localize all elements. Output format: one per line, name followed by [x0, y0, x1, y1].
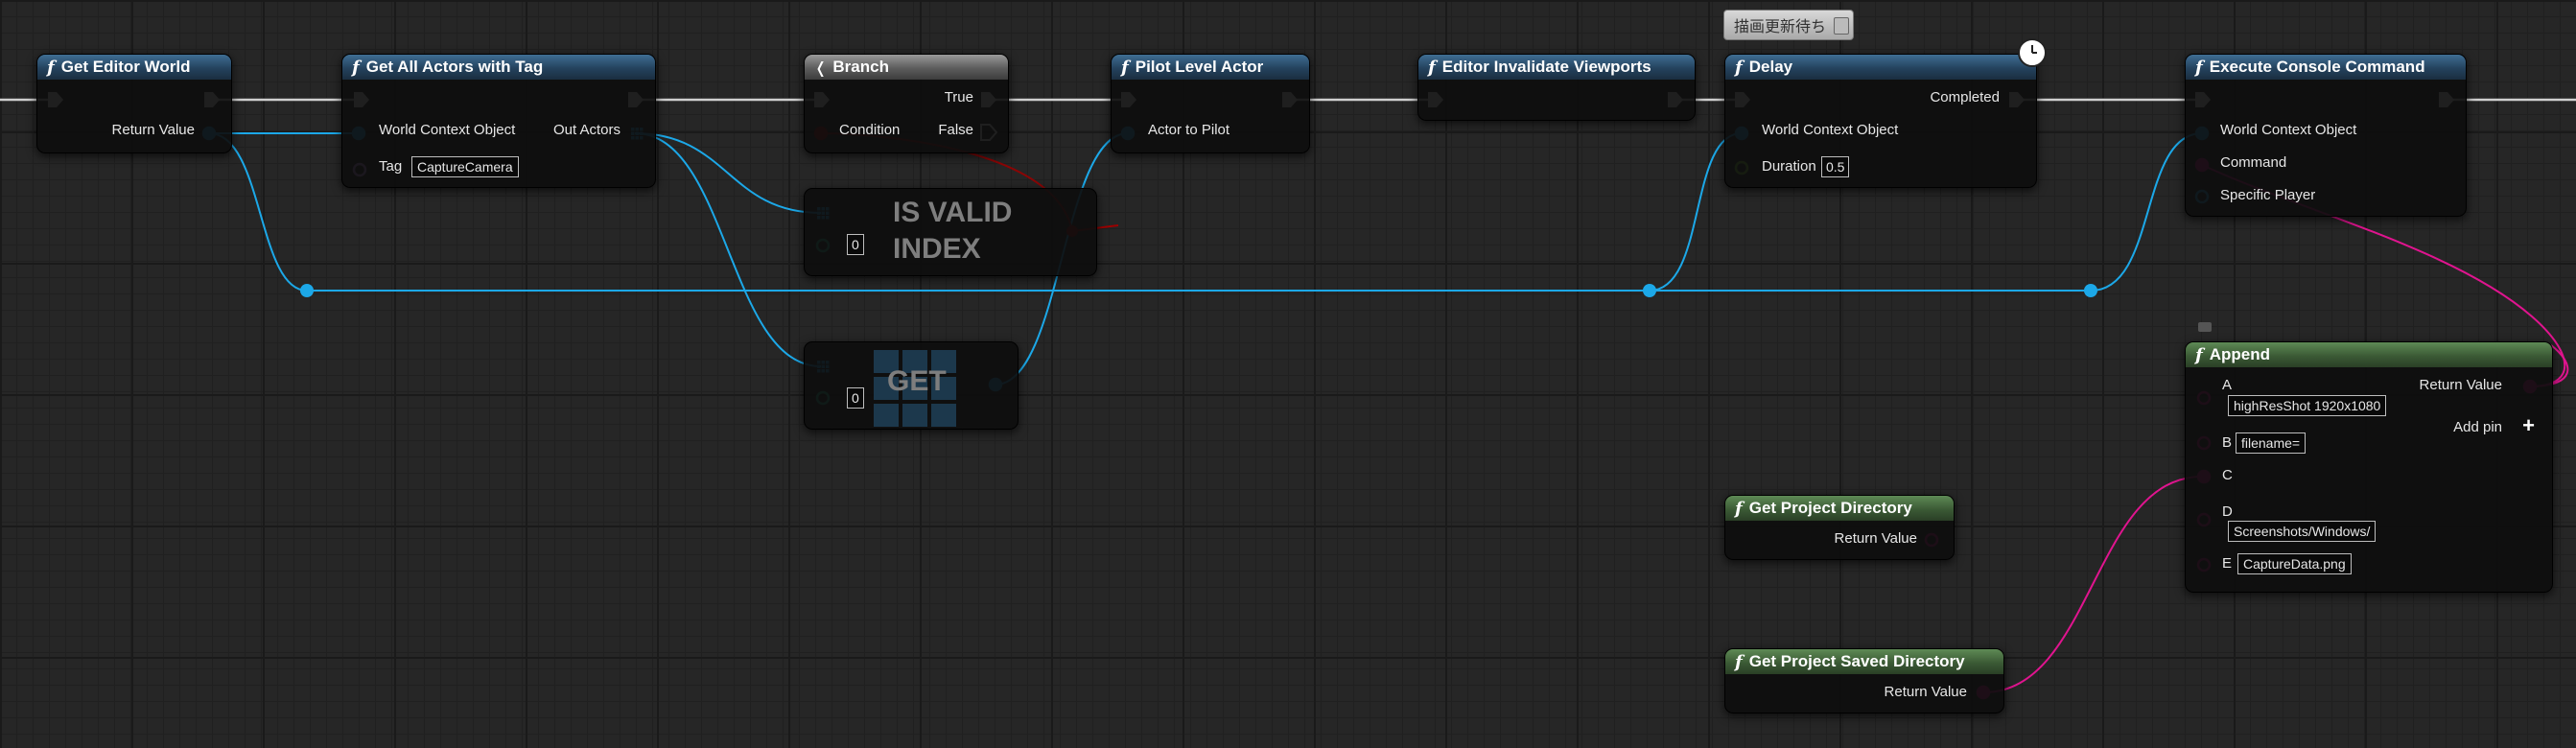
tooltip-close-icon[interactable]: [1834, 17, 1850, 35]
node-append[interactable]: f Append A highResShot 1920x1080 Return V…: [2185, 341, 2553, 593]
node-get-editor-world[interactable]: f Get Editor World Return Value: [36, 54, 232, 153]
node-get-all-actors-with-tag[interactable]: f Get All Actors with Tag World Context O…: [341, 54, 656, 188]
node-execute-console-command[interactable]: f Execute Console Command World Context O…: [2185, 54, 2467, 217]
function-icon: f: [1121, 57, 1129, 78]
false-label: False: [938, 122, 973, 138]
node-title: Get Editor World: [60, 58, 191, 76]
node-get[interactable]: GET 0: [804, 341, 1019, 430]
node-get-project-saved-directory[interactable]: f Get Project Saved Directory Return Valu…: [1724, 648, 2004, 713]
world-context-wire: [2090, 132, 2203, 292]
tag-label: Tag: [379, 158, 403, 175]
tooltip-text: 描画更新待ち: [1734, 19, 1827, 35]
node-header: f Get Project Saved Directory: [1725, 649, 2003, 674]
pin-b-label: B: [2222, 434, 2233, 451]
return-value-label: Return Value: [1834, 530, 1917, 547]
function-icon: f: [2195, 344, 2203, 365]
function-icon: f: [1735, 651, 1743, 672]
index-input[interactable]: 0: [847, 387, 864, 409]
node-title: Get Project Saved Directory: [1748, 652, 1965, 670]
node-get-project-directory[interactable]: f Get Project Directory Return Value: [1724, 495, 1955, 560]
pin-c-label: C: [2222, 467, 2233, 483]
true-label: True: [944, 89, 973, 105]
return-value-label: Return Value: [1884, 684, 1967, 700]
node-title: Delay: [1748, 58, 1793, 76]
out-actors-wire: [634, 132, 822, 367]
out-actors-wire: [634, 132, 822, 214]
node-header: f Pilot Level Actor: [1112, 55, 1309, 80]
duration-label: Duration: [1762, 158, 1816, 175]
node-editor-invalidate-viewports[interactable]: f Editor Invalidate Viewports: [1417, 54, 1696, 121]
node-header: f Get Editor World: [37, 55, 231, 80]
array-grid-icon: [874, 350, 956, 427]
function-icon: f: [1428, 57, 1436, 78]
node-title: Append: [2209, 345, 2271, 363]
command-label: Command: [2220, 154, 2287, 171]
saved-dir-to-c-wire: [1982, 476, 2203, 693]
pin-e-label: E: [2222, 555, 2233, 572]
tag-input[interactable]: CaptureCamera: [411, 156, 519, 177]
add-pin-label: Add pin: [2453, 419, 2502, 435]
reroute-node: [300, 284, 314, 297]
world-context-label: World Context Object: [1762, 122, 1899, 138]
pin-a-input[interactable]: highResShot 1920x1080: [2228, 395, 2387, 416]
comment-bubble-icon[interactable]: [2198, 322, 2212, 332]
node-header: ❬Branch: [805, 55, 1008, 80]
is-valid-line1: IS VALID: [893, 197, 1013, 228]
function-icon: f: [47, 57, 55, 78]
node-header: f Append: [2186, 342, 2552, 367]
node-title: Editor Invalidate Viewports: [1441, 58, 1651, 76]
actor-to-pilot-label: Actor to Pilot: [1148, 122, 1230, 138]
condition-label: Condition: [839, 122, 901, 138]
node-title: Execute Console Command: [2209, 58, 2425, 76]
node-title: Pilot Level Actor: [1135, 58, 1264, 76]
pin-b-input[interactable]: filename=: [2236, 432, 2307, 454]
pin-d-label: D: [2222, 503, 2233, 520]
node-title: Get Project Directory: [1748, 499, 1912, 517]
world-context-label: World Context Object: [2220, 122, 2357, 138]
node-is-valid-index[interactable]: IS VALID INDEX 0: [804, 188, 1097, 276]
completed-label: Completed: [1930, 89, 2000, 105]
pin-e-input[interactable]: CaptureData.png: [2237, 553, 2352, 574]
return-value-label: Return Value: [2419, 377, 2502, 393]
reroute-node: [2084, 284, 2097, 297]
node-header: f Get All Actors with Tag: [342, 55, 655, 80]
reroute-node: [1643, 284, 1656, 297]
return-value-label: Return Value: [111, 122, 195, 138]
function-icon: f: [1735, 498, 1743, 519]
pin-a-label: A: [2222, 377, 2233, 393]
world-context-wire: [208, 132, 308, 292]
clock-hands: [2031, 45, 2037, 54]
node-header: f Execute Console Command: [2186, 55, 2466, 80]
node-branch[interactable]: ❬Branch Condition True False: [804, 54, 1009, 153]
out-actors-label: Out Actors: [552, 122, 621, 138]
duration-input[interactable]: 0.5: [1821, 156, 1850, 177]
specific-player-label: Specific Player: [2220, 187, 2316, 203]
node-delay[interactable]: f Delay Completed World Context Object Du…: [1724, 54, 2037, 188]
node-header: f Get Project Directory: [1725, 496, 1954, 521]
node-header: f Delay: [1725, 55, 2036, 80]
world-context-label: World Context Object: [379, 122, 516, 138]
node-title: Branch: [832, 58, 889, 76]
node-title: Get All Actors with Tag: [365, 58, 544, 76]
index-input[interactable]: 0: [847, 234, 864, 255]
function-icon: f: [352, 57, 360, 78]
get-label: GET: [887, 365, 947, 397]
branch-icon: ❬: [814, 58, 828, 77]
plus-icon[interactable]: +: [2522, 413, 2535, 437]
pin-d-input[interactable]: Screenshots/Windows/: [2228, 521, 2377, 542]
node-header: f Editor Invalidate Viewports: [1418, 55, 1695, 80]
function-icon: f: [1735, 57, 1743, 78]
node-pilot-level-actor[interactable]: f Pilot Level Actor Actor to Pilot: [1111, 54, 1310, 153]
delay-tooltip: 描画更新待ち: [1723, 10, 1855, 40]
is-valid-line2: INDEX: [893, 233, 981, 265]
function-icon: f: [2195, 57, 2203, 78]
